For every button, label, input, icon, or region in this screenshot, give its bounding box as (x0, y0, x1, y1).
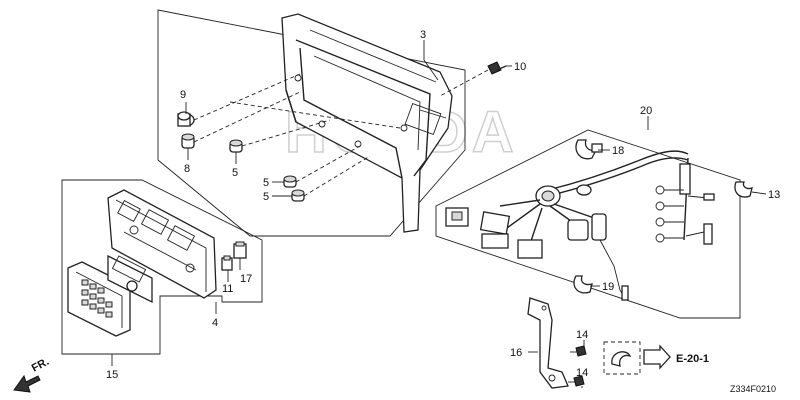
part-label-15: 15 (106, 369, 118, 381)
leader-13-label (751, 191, 767, 195)
diagram-code: Z334F0210 (730, 384, 776, 394)
switch-11 (221, 255, 233, 271)
cover-group-outline (157, 9, 466, 237)
part-label-8: 8 (184, 163, 190, 175)
part-label-9: 9 (180, 89, 186, 101)
part-label-5a: 5 (232, 167, 238, 179)
leader-5b (295, 145, 361, 183)
collar-9 (177, 111, 195, 127)
harness-group-outline (435, 129, 741, 319)
grommet-8 (181, 133, 195, 149)
part-label-11: 11 (222, 283, 233, 295)
leader-9 (193, 73, 301, 121)
part-label-16: 16 (510, 347, 522, 359)
fuse-17 (233, 241, 247, 259)
reference-label: E-20-1 (676, 353, 709, 365)
wire-harness-20 (445, 150, 715, 301)
part-label-5b: 5 (263, 177, 269, 189)
part-label-20: 20 (640, 105, 652, 117)
clamp-13 (734, 181, 753, 198)
part-label-14a: 14 (576, 329, 588, 341)
leader-5c (303, 155, 371, 197)
leader-5a (241, 119, 331, 147)
clamp-19 (573, 275, 593, 294)
screw-14-lower (568, 375, 585, 387)
panel-group-outline (61, 179, 263, 355)
part-label-19: 19 (602, 281, 614, 293)
part-label-18: 18 (612, 145, 624, 157)
part-label-13: 13 (768, 189, 780, 201)
bolt-10-leader (439, 69, 489, 97)
grommet-5-lower (291, 189, 305, 202)
control-panel-4 (107, 189, 217, 299)
bolt-10 (487, 61, 512, 75)
bracket-16 (527, 297, 569, 389)
part-label-3: 3 (420, 29, 426, 41)
clamp-18 (575, 139, 603, 160)
part-label-14b: 14 (576, 367, 588, 379)
keypad (81, 279, 113, 318)
leader-3b (423, 59, 439, 81)
screw-14-upper (570, 345, 587, 357)
part-label-4: 4 (212, 317, 218, 329)
front-label: FR. (30, 356, 51, 375)
part-label-10: 10 (514, 61, 526, 73)
part-label-17: 17 (240, 273, 252, 285)
part-label-5c: 5 (263, 191, 269, 203)
grommet-5-mid (283, 175, 297, 188)
leader-8 (193, 91, 301, 143)
control-box-cover (281, 13, 453, 233)
grommet-5-upper (229, 139, 243, 153)
front-direction-marker: FR. (13, 356, 51, 393)
control-panel-15 (67, 254, 153, 337)
reference-e-20-1: E-20-1 (603, 341, 709, 375)
leader-cover (229, 101, 401, 129)
